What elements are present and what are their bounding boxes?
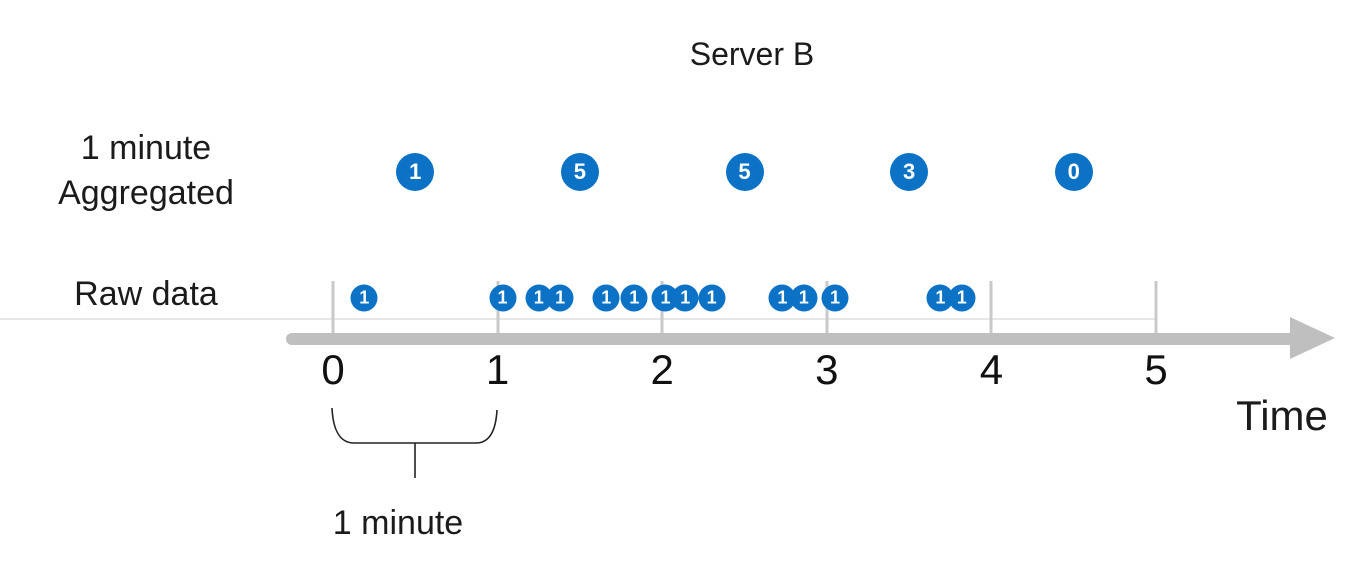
axis-arrowhead-icon <box>1290 317 1335 359</box>
raw-data-point: 1 <box>592 284 620 312</box>
tick-label: 0 <box>321 346 345 393</box>
aggregated-row-label-line2: Aggregated <box>58 174 234 212</box>
aggregated-bubble: 5 <box>560 153 599 191</box>
aggregated-bubble: 0 <box>1054 153 1093 191</box>
tick-label: 5 <box>1144 346 1168 393</box>
raw-data-point: 1 <box>350 284 378 312</box>
raw-data-point: 1 <box>620 284 648 312</box>
raw-row-label: Raw data <box>74 275 218 313</box>
raw-row-guideline <box>0 318 1156 320</box>
tick-label: 4 <box>979 346 1004 393</box>
interval-bracket <box>331 407 498 478</box>
tick-label: 3 <box>815 346 839 393</box>
aggregated-bubble: 1 <box>396 153 435 191</box>
aggregated-row-label-line1: 1 minute <box>80 129 212 167</box>
tick-label: 2 <box>650 346 674 393</box>
raw-data-point: 1 <box>671 284 699 312</box>
raw-data-point: 1 <box>821 284 849 312</box>
time-axis-baseline <box>286 333 1298 345</box>
time-axis-label: Time <box>1236 392 1328 439</box>
aggregated-bubble: 5 <box>725 153 764 191</box>
aggregated-row-label: 1 minute Aggregated <box>0 126 292 216</box>
tick-line <box>331 281 335 335</box>
raw-data-point: 1 <box>546 284 574 312</box>
chart-title: Server B <box>689 36 815 72</box>
raw-data-point: 1 <box>948 284 976 312</box>
tick-line <box>989 281 993 335</box>
raw-data-point: 1 <box>790 284 818 312</box>
tick-label: 1 <box>485 346 510 393</box>
raw-data-point: 1 <box>489 284 517 312</box>
tick-line <box>1154 281 1158 335</box>
interval-bracket-label: 1 minute <box>332 504 464 542</box>
aggregated-bubble: 3 <box>890 153 929 191</box>
raw-data-point: 1 <box>698 284 726 312</box>
